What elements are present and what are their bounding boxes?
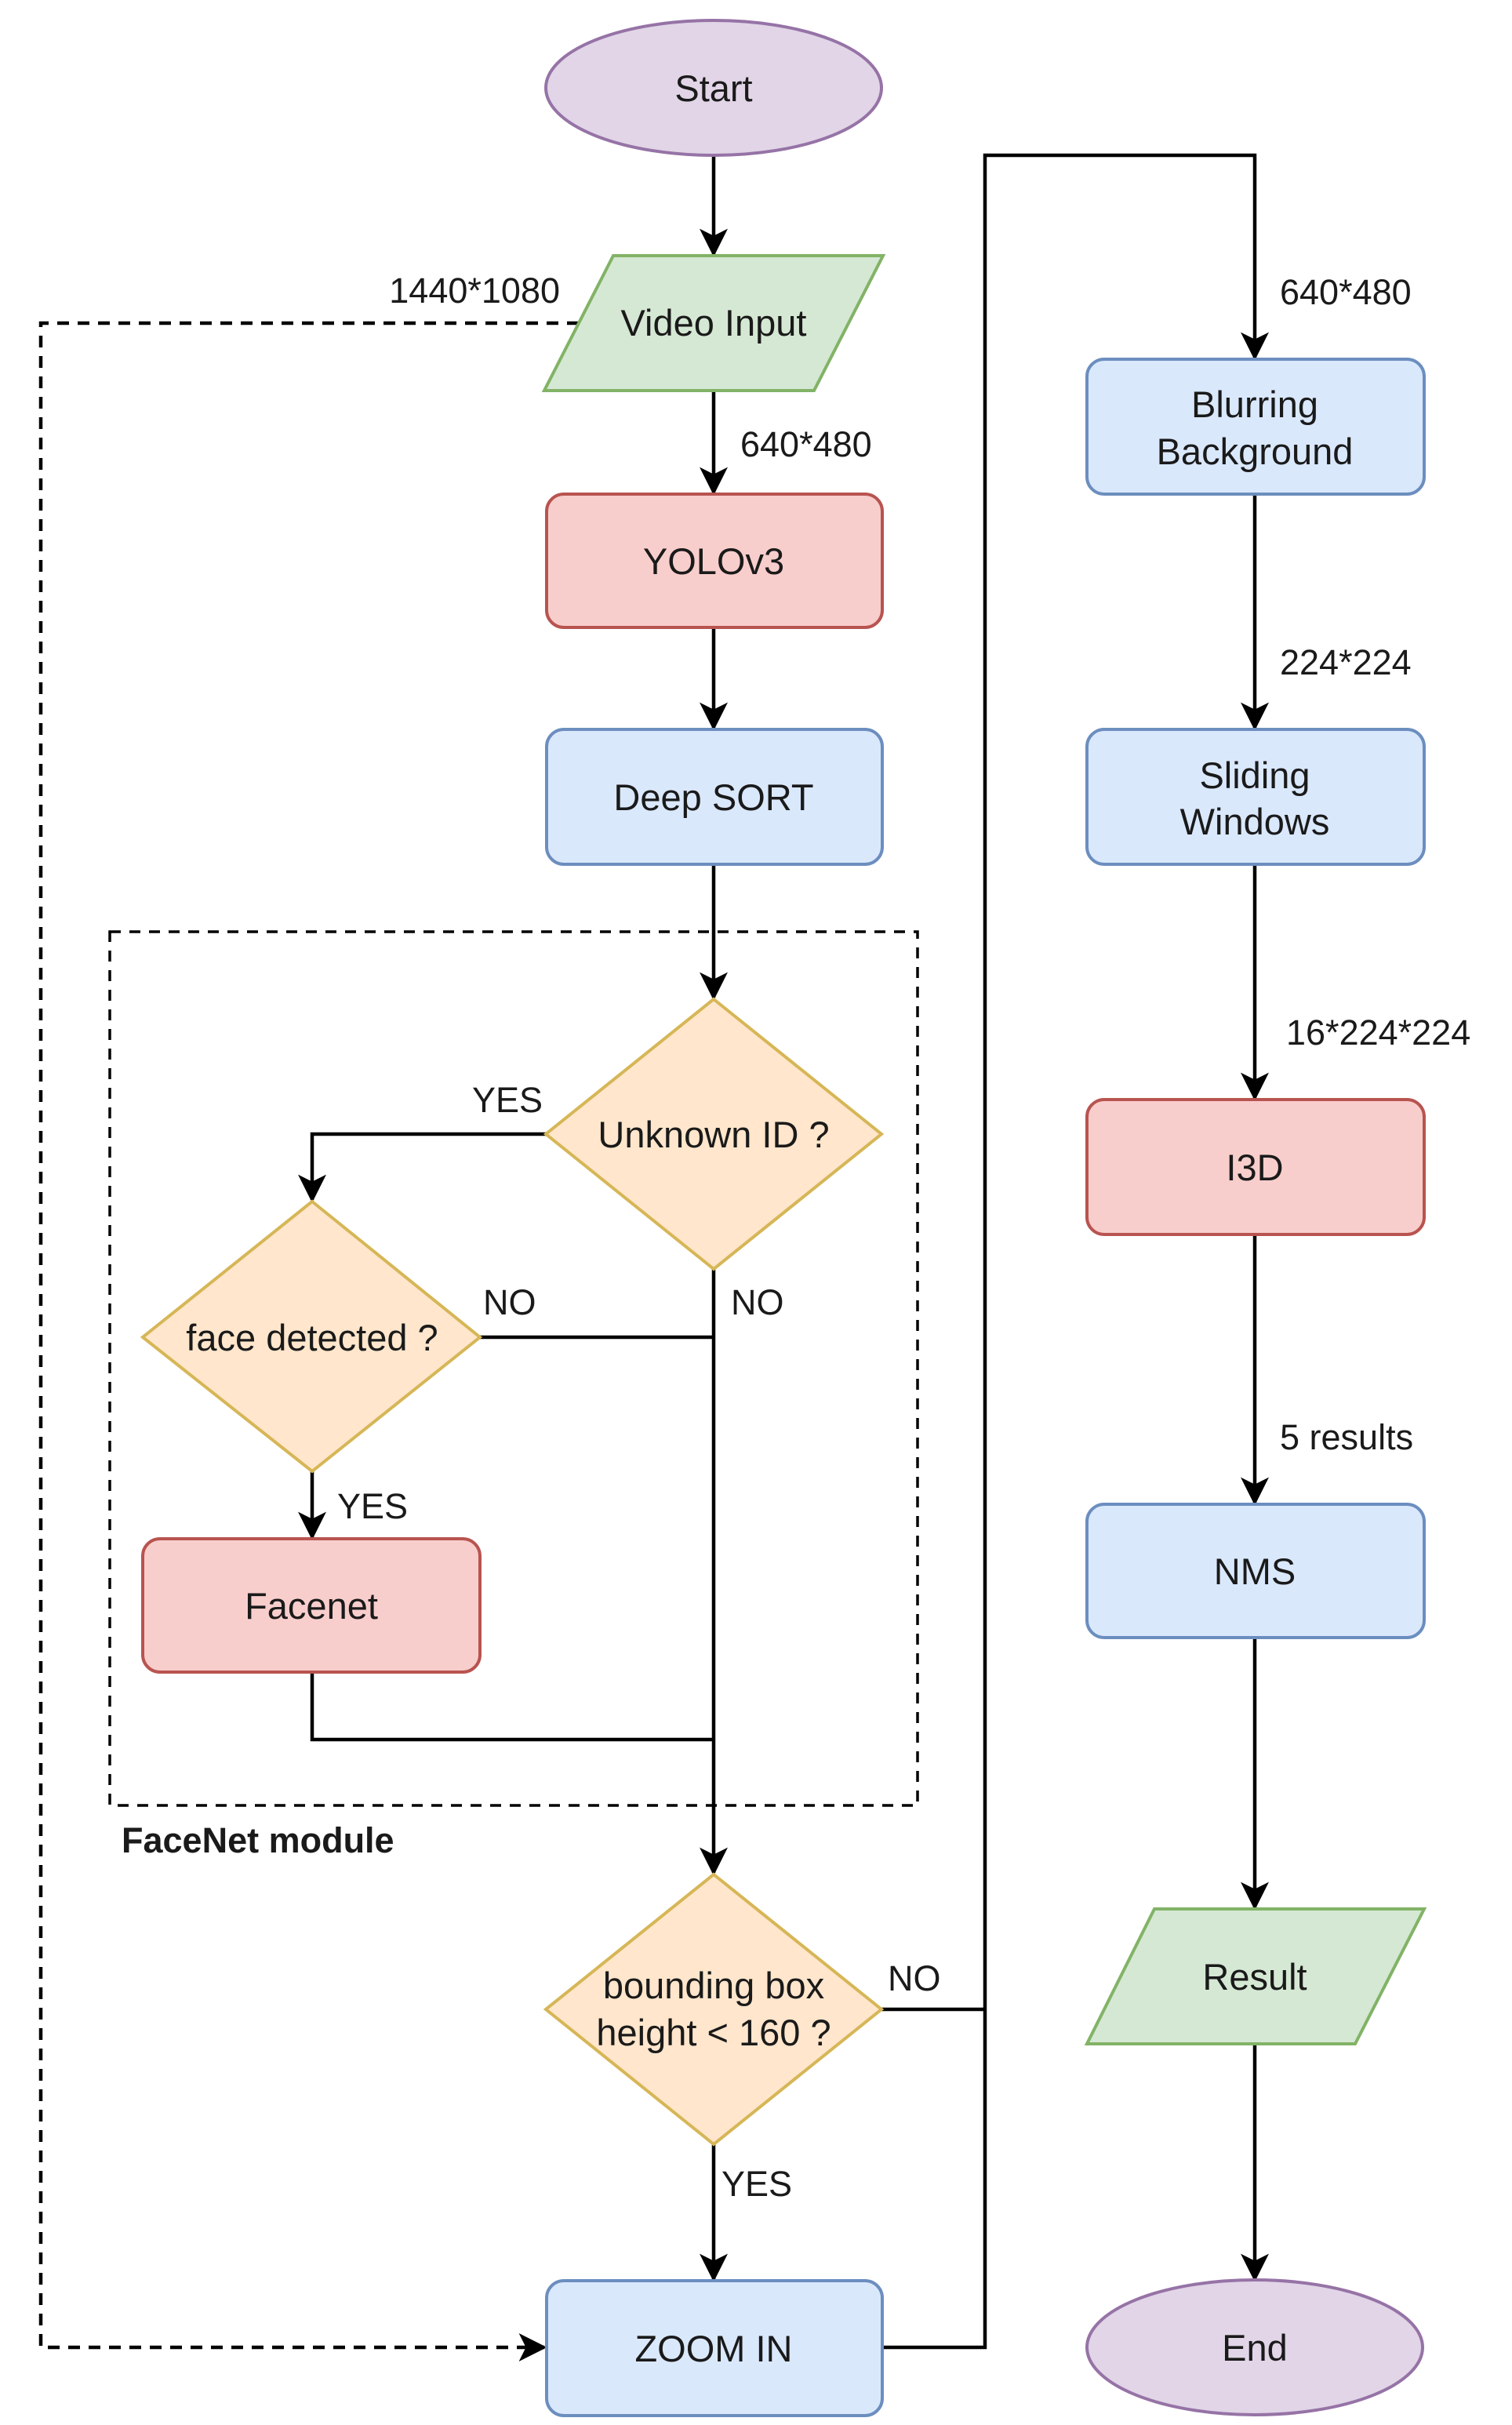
face-detected-label: face detected ? <box>186 1317 438 1358</box>
deep-sort-label: Deep SORT <box>613 776 813 818</box>
edges <box>38 153 1269 2361</box>
nms-label: NMS <box>1214 1551 1296 1592</box>
face-detected-shape <box>140 1199 483 1474</box>
yolo-node: YOLOv3 <box>545 493 884 629</box>
end-shape <box>1085 2278 1424 2416</box>
blurring-background-label-line1: Blurring <box>1191 384 1318 425</box>
edge-video-input-bypass <box>38 321 579 2361</box>
deep-sort-shape <box>545 728 884 866</box>
edge-unknown-id-yes <box>298 1132 547 1203</box>
label-to-blur: 640*480 <box>1280 272 1412 312</box>
edge-facenet-to-merge <box>310 1672 714 1742</box>
bbox-height-label-line2: height < 160 ? <box>596 2012 831 2053</box>
end-label: End <box>1222 2327 1288 2369</box>
result-node: Result <box>1084 1907 1427 2045</box>
label-face-no: NO <box>483 1282 536 1322</box>
blurring-background-node: Blurring Background <box>1085 358 1426 496</box>
label-to-sliding: 224*224 <box>1280 642 1412 682</box>
video-input-label: Video Input <box>621 302 807 344</box>
result-label: Result <box>1202 1956 1307 1998</box>
zoom-in-label: ZOOM IN <box>634 2328 792 2369</box>
nms-node: NMS <box>1085 1503 1426 1639</box>
bbox-height-shape <box>543 1872 885 2147</box>
start-label: Start <box>674 67 752 109</box>
zoom-in-node: ZOOM IN <box>545 2279 884 2417</box>
zoom-in-shape <box>545 2279 884 2417</box>
video-input-node: Video Input <box>541 254 886 392</box>
label-face-yes: YES <box>337 1486 408 1526</box>
end-node: End <box>1085 2278 1424 2416</box>
deep-sort-node: Deep SORT <box>545 728 884 866</box>
video-input-shape <box>541 254 886 392</box>
unknown-id-shape <box>543 997 885 1271</box>
label-to-yolo: 640*480 <box>740 424 872 464</box>
bbox-height-node: bounding box height < 160 ? <box>543 1872 885 2147</box>
sliding-windows-shape <box>1085 728 1426 866</box>
sliding-windows-label-line2: Windows <box>1180 801 1330 842</box>
unknown-id-node: Unknown ID ? <box>543 997 885 1271</box>
i3d-shape <box>1085 1098 1426 1236</box>
label-to-i3d: 16*224*224 <box>1286 1013 1470 1053</box>
label-bbox-yes: YES <box>721 2164 792 2204</box>
i3d-node: I3D <box>1085 1098 1426 1236</box>
start-node: Start <box>544 19 883 157</box>
facenet-module-label: FaceNet module <box>122 1820 394 1860</box>
label-input-resolution: 1440*1080 <box>389 271 560 311</box>
facenet-node: Facenet <box>141 1537 482 1674</box>
i3d-label: I3D <box>1226 1147 1283 1188</box>
label-unknown-no: NO <box>731 1282 784 1322</box>
face-detected-node: face detected ? <box>140 1199 483 1474</box>
label-to-nms: 5 results <box>1280 1417 1413 1457</box>
label-unknown-yes: YES <box>472 1080 543 1120</box>
result-shape <box>1084 1907 1427 2045</box>
edge-zoom-in-to-blur <box>880 153 1269 2350</box>
unknown-id-label: Unknown ID ? <box>598 1114 829 1155</box>
sliding-windows-node: Sliding Windows <box>1085 728 1426 866</box>
facenet-label: Facenet <box>245 1585 378 1627</box>
facenet-module-boundary <box>108 930 919 1807</box>
sliding-windows-label-line1: Sliding <box>1199 754 1310 796</box>
label-bbox-no: NO <box>888 1958 941 1998</box>
yolo-shape <box>545 493 884 629</box>
yolo-label: YOLOv3 <box>643 540 784 582</box>
blurring-background-shape <box>1085 358 1426 496</box>
start-shape <box>544 19 883 157</box>
facenet-shape <box>141 1537 482 1674</box>
edge-labels: 1440*1080 640*480 640*480 224*224 16*224… <box>337 271 1470 2204</box>
nms-shape <box>1085 1503 1426 1639</box>
bbox-height-label-line1: bounding box <box>603 1965 824 2006</box>
blurring-background-label-line2: Background <box>1157 431 1354 472</box>
